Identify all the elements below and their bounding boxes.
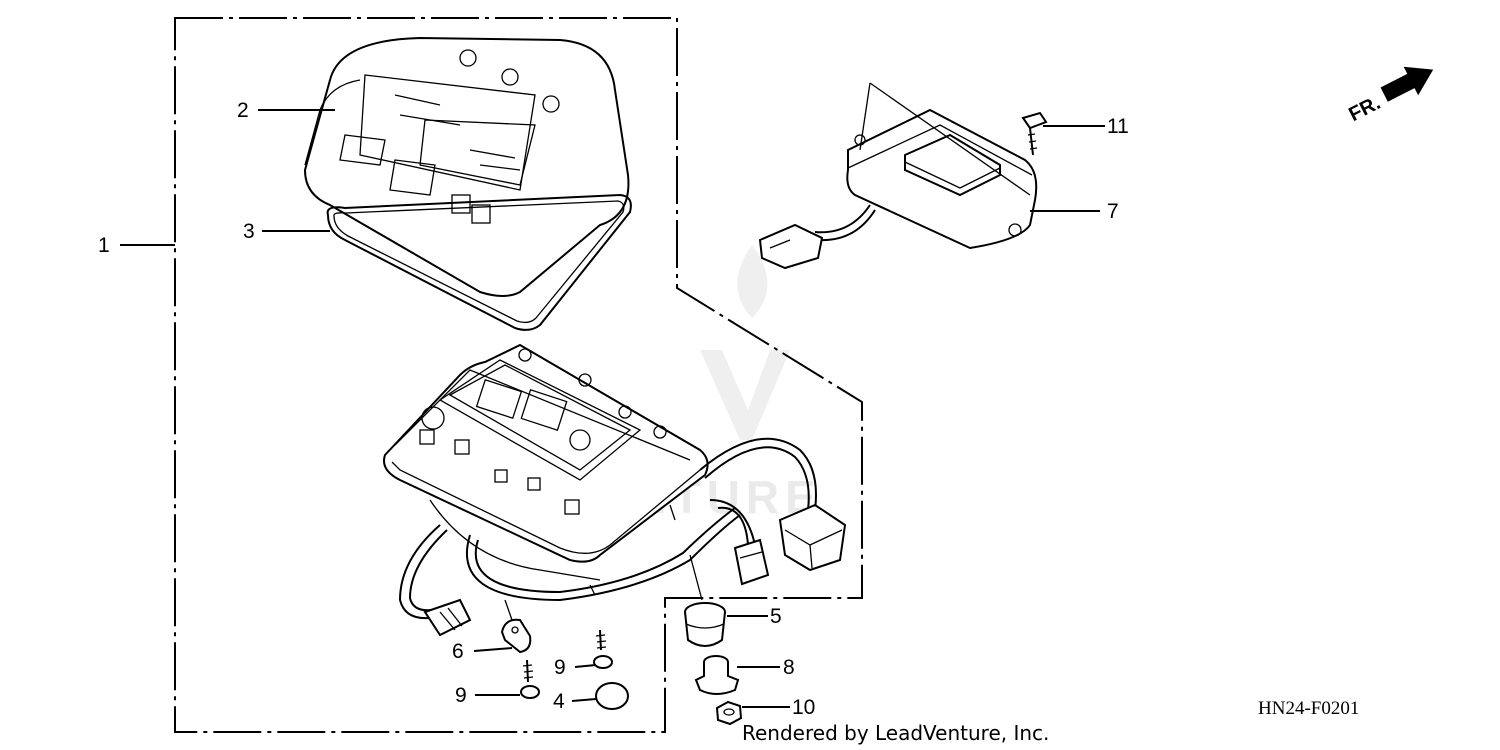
wire-harness	[398, 437, 817, 620]
callout-10: 10	[792, 696, 815, 719]
callout-3: 3	[243, 220, 255, 243]
direction-label: FR.	[1345, 92, 1384, 126]
cap-part[interactable]	[595, 682, 629, 710]
leader-7-a	[869, 82, 1031, 196]
leader-7-b	[859, 82, 871, 151]
gasket-part[interactable]	[326, 193, 632, 331]
connector-right	[778, 503, 847, 572]
grommet-part[interactable]	[684, 602, 726, 647]
callout-4: 4	[553, 690, 565, 713]
callout-6: 6	[452, 640, 464, 663]
collar-part[interactable]	[694, 655, 740, 695]
assembly-outline	[174, 17, 863, 733]
front-direction-indicator: FR.	[1345, 66, 1434, 126]
leader-lines	[120, 109, 1105, 708]
callout-11: 11	[1107, 115, 1129, 138]
callout-9-upper: 9	[554, 656, 566, 679]
callout-1: 1	[98, 234, 110, 257]
callout-9-lower: 9	[455, 684, 467, 707]
bolt-part[interactable]	[1021, 111, 1048, 156]
screw-part-upper[interactable]	[593, 629, 613, 669]
control-module-part[interactable]	[758, 108, 1038, 270]
callout-8: 8	[783, 656, 795, 679]
arrow-right-icon	[1380, 66, 1434, 102]
credit-text: Rendered by LeadVenture, Inc.	[742, 721, 1049, 745]
meter-case-part[interactable]	[383, 343, 709, 596]
callout-5: 5	[770, 605, 782, 628]
connector-mid	[733, 538, 770, 586]
callout-7: 7	[1107, 200, 1119, 223]
callout-2: 2	[237, 99, 249, 122]
nut-part[interactable]	[715, 700, 743, 726]
drawing-code: HN24-F0201	[1258, 698, 1359, 719]
meter-cover-part[interactable]	[303, 36, 630, 297]
clamp-part[interactable]	[500, 618, 532, 654]
screw-part-lower[interactable]	[520, 659, 540, 699]
connector-left	[423, 598, 472, 637]
